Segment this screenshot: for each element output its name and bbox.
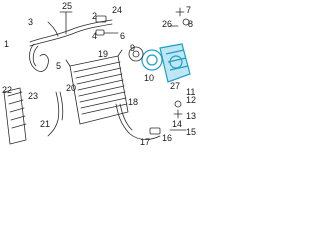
suction-pipe-assembly	[29, 11, 113, 47]
callout-5: 5	[56, 61, 62, 71]
lower-right-hardware	[169, 100, 187, 131]
liquid-pipe-assembly	[47, 91, 161, 140]
ac-system-exploded-diagram	[3, 7, 191, 145]
callout-2: 2	[92, 11, 98, 21]
side-bracket-left	[3, 87, 27, 145]
condenser-core	[65, 49, 129, 125]
callout-23: 23	[28, 91, 39, 101]
callout-4: 4	[92, 31, 98, 41]
callout-25: 25	[62, 1, 73, 11]
compressor-clutch-pulley	[128, 46, 144, 62]
callout-22: 22	[2, 85, 13, 95]
callout-12: 12	[186, 95, 197, 105]
callout-10: 10	[144, 73, 155, 83]
callout-3: 3	[28, 17, 34, 27]
callout-9: 9	[130, 43, 136, 53]
ac-compressor-highlighted	[141, 43, 191, 83]
callout-21: 21	[40, 119, 51, 129]
callout-16: 16	[162, 133, 173, 143]
callout-15: 15	[186, 127, 197, 137]
callout-7: 7	[186, 5, 192, 15]
callout-24: 24	[112, 5, 123, 15]
callout-1: 1	[4, 39, 10, 49]
callout-6: 6	[120, 31, 126, 41]
callout-19: 19	[98, 49, 109, 59]
callout-18: 18	[128, 97, 139, 107]
compressor-bracket-bolts	[169, 7, 190, 27]
callout-8: 8	[188, 19, 194, 29]
callout-13: 13	[186, 111, 197, 121]
callout-14: 14	[172, 119, 183, 129]
discharge-hose	[29, 43, 49, 72]
callout-17: 17	[140, 137, 151, 147]
callout-26: 26	[162, 19, 173, 29]
callout-11: 11	[186, 87, 196, 97]
callout-20: 20	[66, 83, 77, 93]
callout-27: 27	[170, 81, 181, 91]
pipe-fitting-group	[95, 15, 119, 36]
